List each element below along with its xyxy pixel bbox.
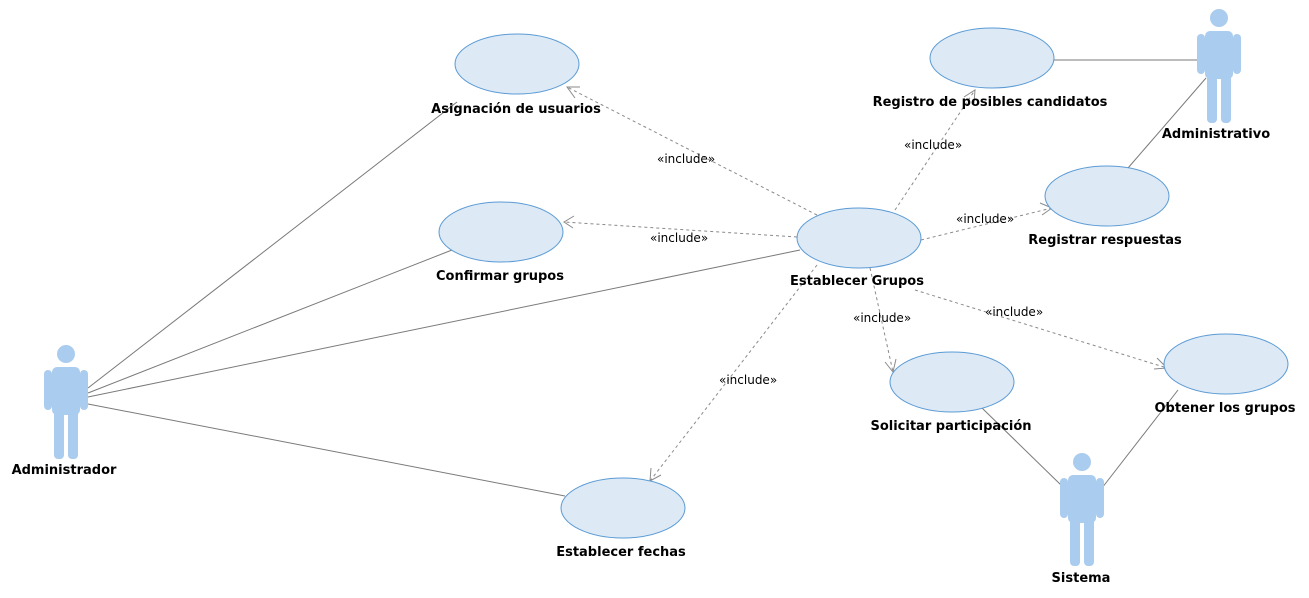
include-line-registrar: [920, 207, 1053, 241]
use-case-label: Establecer Grupos: [790, 274, 924, 289]
actor-administrador[interactable]: Administrador: [12, 345, 117, 478]
assoc-administrador-confirmar: [87, 249, 453, 394]
use-case-label: Obtener los grupos: [1155, 401, 1296, 416]
include-label-obtener: «include»: [985, 305, 1043, 319]
actor-icon: [44, 345, 88, 459]
use-case-label: Registrar respuestas: [1028, 233, 1182, 248]
actors: Administrador Administrativo S: [12, 9, 1270, 586]
use-case-establecer-fechas[interactable]: Establecer fechas: [556, 477, 686, 560]
assoc-administrador-asignacion: [87, 101, 458, 389]
include-label-confirmar: «include»: [650, 231, 708, 245]
use-case-label: Establecer fechas: [556, 545, 686, 560]
use-cases: Asignación de usuarios Confirmar grupos …: [431, 27, 1296, 560]
actor-sistema[interactable]: Sistema: [1052, 453, 1111, 586]
use-case-ellipse[interactable]: [560, 477, 686, 539]
include-label-asignacion: «include»: [657, 152, 715, 166]
use-case-registro[interactable]: Registro de posibles candidatos: [873, 27, 1108, 110]
include-label-registro: «include»: [904, 138, 962, 152]
include-line-asignacion: [566, 86, 818, 216]
use-case-ellipse[interactable]: [438, 201, 564, 263]
actor-label: Sistema: [1052, 571, 1111, 586]
assoc-administrador-establecer-fechas: [87, 403, 566, 497]
use-case-confirmar[interactable]: Confirmar grupos: [436, 201, 564, 284]
use-case-label: Registro de posibles candidatos: [873, 95, 1108, 110]
assoc-sistema-obtener: [1101, 389, 1179, 489]
use-case-ellipse[interactable]: [1044, 165, 1170, 227]
use-case-obtener[interactable]: Obtener los grupos: [1155, 333, 1296, 416]
actor-label: Administrativo: [1162, 127, 1270, 142]
actor-icon: [1197, 9, 1241, 123]
include-dependencies: «include» «include» «include» «include» …: [563, 86, 1169, 482]
use-case-solicitar[interactable]: Solicitar participación: [870, 351, 1032, 434]
include-label-establecer-fechas: «include»: [719, 373, 777, 387]
use-case-ellipse[interactable]: [454, 33, 580, 95]
include-line-obtener: [914, 289, 1168, 369]
use-case-establecer-grupos[interactable]: Establecer Grupos: [790, 207, 924, 289]
use-case-ellipse[interactable]: [796, 207, 922, 269]
actor-icon: [1060, 453, 1104, 566]
assoc-administrativo-registrar: [1127, 77, 1207, 169]
include-line-registro: [894, 89, 976, 211]
use-case-label: Asignación de usuarios: [431, 102, 601, 117]
use-case-asignacion[interactable]: Asignación de usuarios: [431, 33, 601, 117]
use-case-ellipse[interactable]: [1163, 333, 1289, 395]
include-line-confirmar: [563, 221, 798, 238]
assoc-administrador-establecer-grupos: [87, 249, 801, 398]
use-case-ellipse[interactable]: [929, 27, 1055, 89]
use-case-label: Confirmar grupos: [436, 269, 564, 284]
include-arrowhead-registro: [963, 89, 976, 104]
assoc-sistema-solicitar: [981, 407, 1063, 487]
use-case-label: Solicitar participación: [870, 419, 1031, 434]
include-label-solicitar: «include»: [853, 311, 911, 325]
use-case-registrar[interactable]: Registrar respuestas: [1028, 165, 1182, 248]
associations: [87, 59, 1207, 497]
use-case-ellipse[interactable]: [889, 351, 1015, 413]
include-arrowhead-asignacion: [566, 86, 580, 99]
actor-label: Administrador: [12, 463, 117, 478]
include-label-registrar: «include»: [956, 212, 1014, 226]
include-arrowhead-confirmar: [563, 215, 575, 229]
actor-administrativo[interactable]: Administrativo: [1162, 9, 1270, 142]
